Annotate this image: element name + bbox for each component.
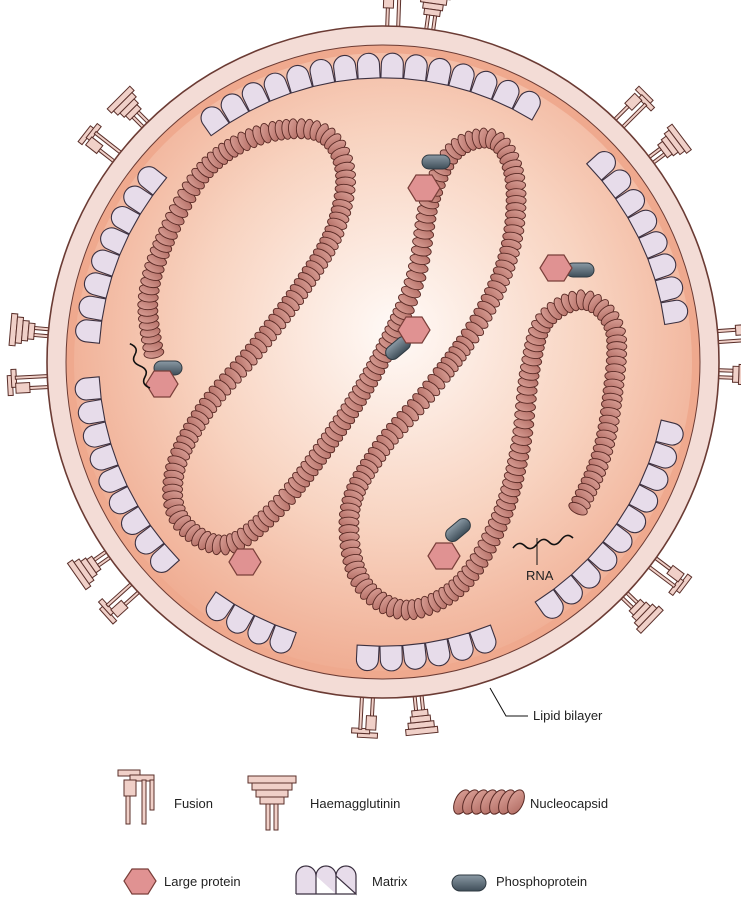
legend-fusion-item: Fusion [118, 770, 213, 824]
legend-matrix-item: Matrix [296, 866, 408, 894]
legend-nucleocapsid-item: Nucleocapsid [450, 787, 608, 816]
fusion-spike-12 [7, 367, 52, 395]
matrix-icon [296, 866, 356, 894]
legend-haemagglutinin-item: Haemagglutinin [248, 776, 400, 830]
fusion-spike-8 [351, 693, 379, 738]
legend-fusion-label: Fusion [174, 796, 213, 811]
matrix-unit-8 [381, 53, 404, 79]
matrix-unit-7 [357, 53, 380, 79]
lipid-bilayer-leader [490, 688, 528, 716]
rna-label: RNA [526, 568, 554, 583]
legend-large-protein-label: Large protein [164, 874, 241, 889]
matrix-unit-38 [356, 645, 379, 671]
legend: Fusion Haemagglutinin Nucleocapsid Large… [118, 770, 608, 894]
legend-nucleocapsid-label: Nucleocapsid [530, 796, 608, 811]
legend-matrix-label: Matrix [372, 874, 408, 889]
lipid-bilayer-label: Lipid bilayer [533, 708, 603, 723]
haemagglutinin-icon [248, 776, 296, 830]
haemagglutinin-spike-9 [402, 692, 438, 735]
large-protein-icon [124, 869, 156, 894]
legend-large-protein-item: Large protein [124, 869, 241, 894]
legend-phosphoprotein-label: Phosphoprotein [496, 874, 587, 889]
phosphoprotein-1 [422, 155, 450, 169]
nucleocapsid-icon [450, 787, 528, 816]
haemagglutinin-spike-13 [9, 313, 52, 348]
matrix-unit-37 [380, 646, 403, 672]
phosphoprotein-icon [452, 875, 486, 891]
legend-haemagglutinin-label: Haemagglutinin [310, 796, 400, 811]
haemagglutinin-spike-5 [716, 358, 741, 391]
legend-phosphoprotein-item: Phosphoprotein [452, 874, 587, 891]
fusion-icon [118, 770, 154, 824]
